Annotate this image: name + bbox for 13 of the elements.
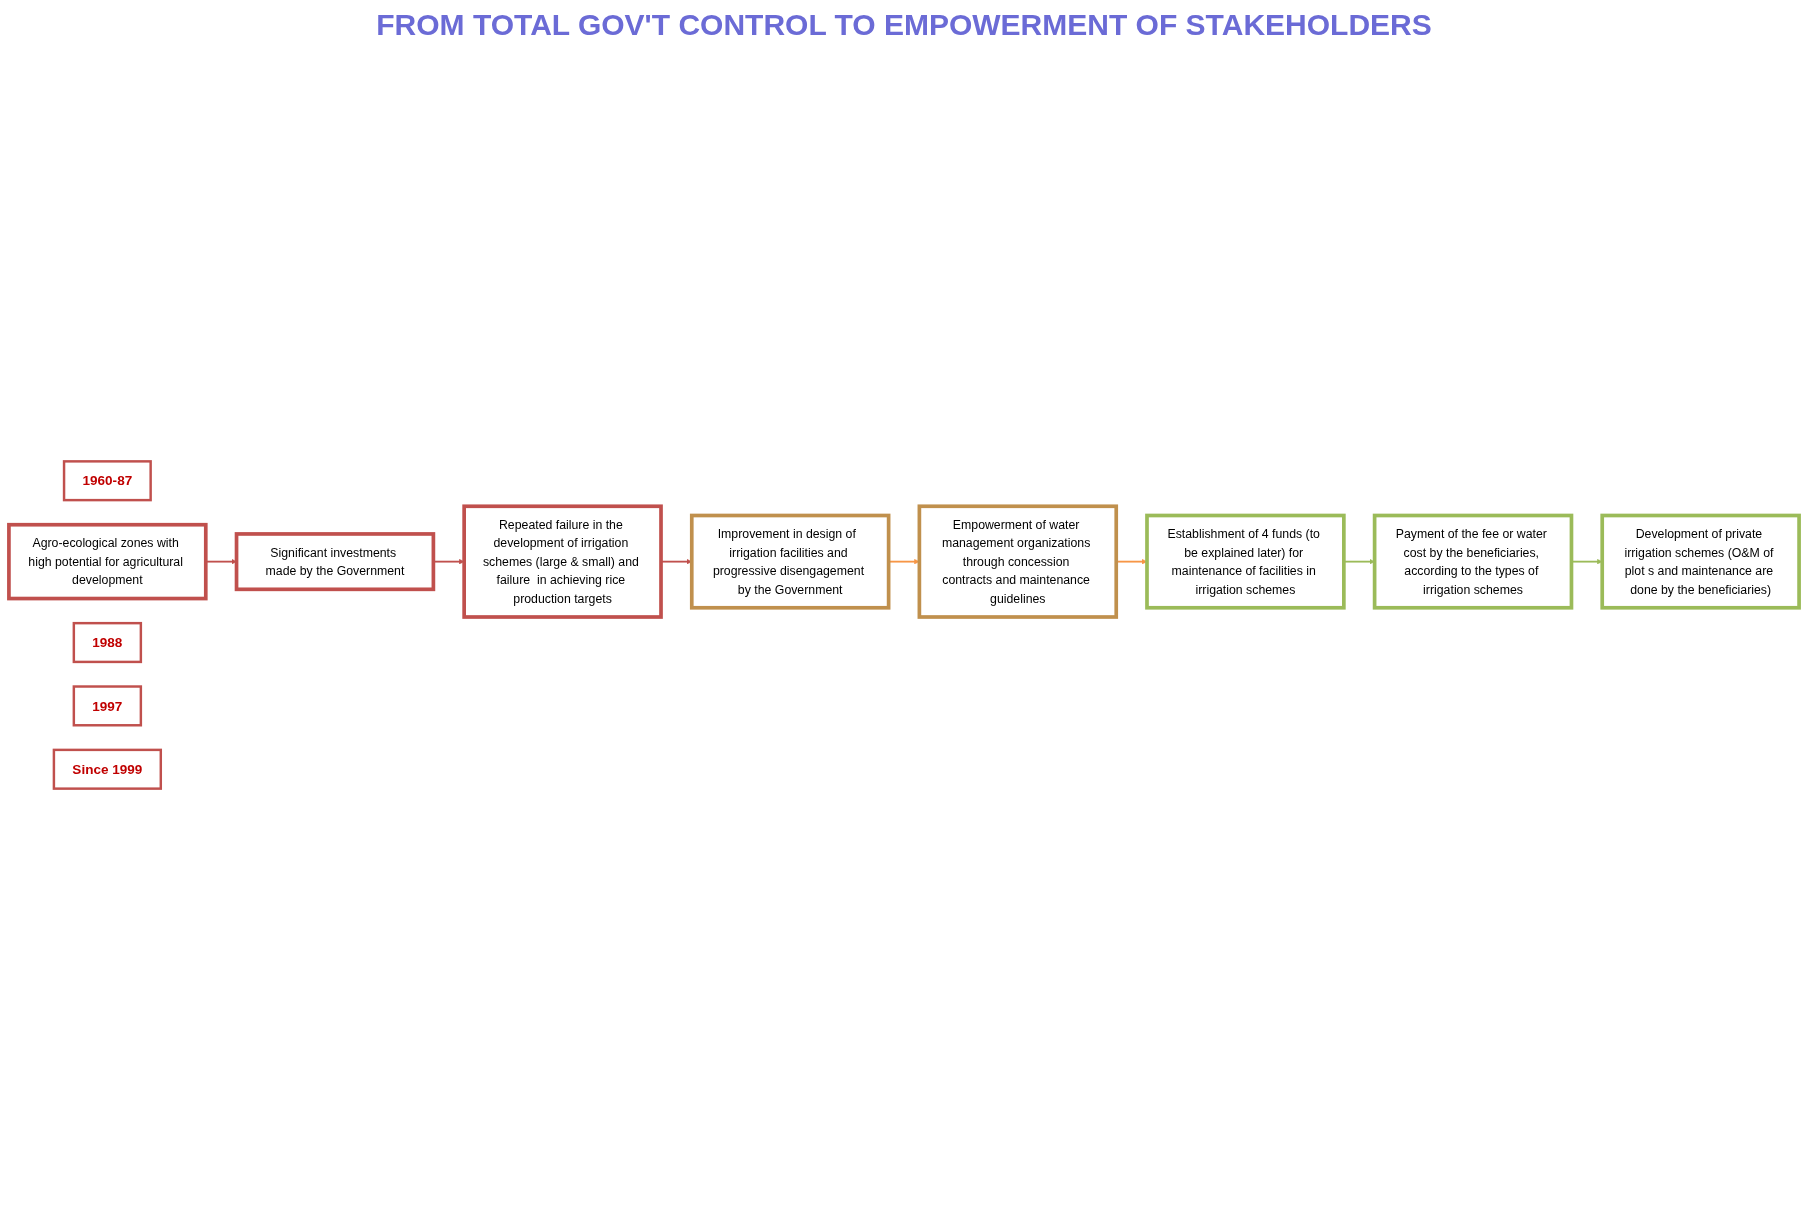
node-box: Empowerment of water management organizations through concession contracts and maintenance guidelines — [917, 504, 1119, 619]
node-box: 1960-87 — [62, 460, 152, 502]
node-box: Establishment of 4 funds (to be explained later) for maintenance of facilities in irrigation schemes — [1145, 513, 1346, 610]
node-box: Significant investments made by the Government — [234, 532, 436, 592]
diagram-title: FROM TOTAL GOV'T CONTROL TO EMPOWERMENT OF STAKEHOLDERS — [375, 8, 1433, 42]
node-box: 1988 — [72, 621, 143, 664]
node-box: Repeated failure in the development of irrigation schemes (large & small) and failure in achieving rice production targets — [462, 504, 663, 619]
node-box: Payment of the fee or water cost by the beneficiaries, according to the types of irrigation schemes — [1372, 513, 1574, 610]
node-box: 1997 — [72, 685, 143, 727]
node-box: Improvement in design of irrigation facilities and progressive disengagement by the Government — [689, 513, 891, 610]
node-box: Development of private irrigation schemes (O&M of plot s and maintenance are done by the beneficiaries) — [1600, 513, 1801, 610]
node-box: Since 1999 — [52, 748, 162, 790]
node-box: Agro-ecological zones with high potential for agricultural development — [7, 522, 208, 601]
